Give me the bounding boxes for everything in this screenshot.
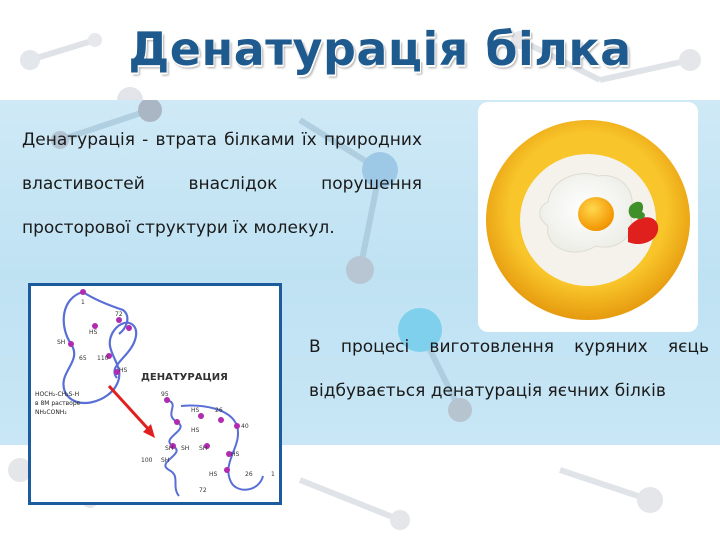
diagram-label: HS	[89, 329, 98, 336]
diagram-label: 72	[115, 311, 123, 318]
diagram-label: 1	[271, 471, 275, 478]
diagram-label: 95	[161, 391, 169, 398]
diagram-label: SH	[57, 339, 65, 346]
diagram-label: 100	[141, 457, 153, 464]
diagram-label: HS	[119, 367, 128, 374]
diagram-label: 72	[199, 487, 207, 494]
diagram-label: SH	[161, 457, 169, 464]
egg-yolk	[578, 197, 614, 231]
diagram-label: 26	[215, 407, 223, 414]
diagram-label: 1	[81, 299, 85, 306]
denaturation-diagram: 1 72 HS SH 65 110 HS HOCH₂-CH₂S-H в 8M р…	[28, 283, 282, 505]
slide-title: Денатурація білка	[128, 22, 632, 76]
process-note: В процесі виготовлення куряних яєць відб…	[309, 337, 709, 401]
reagent-line: в 8M растворе	[35, 400, 81, 407]
diagram-label: SH	[181, 445, 189, 452]
unfolded-chain	[164, 399, 264, 497]
fried-egg-photo	[478, 102, 698, 332]
diagram-label: HS	[209, 471, 218, 478]
red-arrow	[107, 384, 155, 438]
diagram-label: 40	[241, 423, 249, 430]
reagent-line: HOCH₂-CH₂S-H	[35, 391, 79, 398]
denaturation-label: ДЕНАТУРАЦИЯ	[141, 372, 228, 383]
definition-text: Денатурація - втрата білками їх природни…	[22, 130, 422, 238]
diagram-label: 110	[97, 355, 109, 362]
diagram-label: 26	[245, 471, 253, 478]
diagram-label: 65	[79, 355, 87, 362]
herb-leaf	[628, 201, 645, 220]
reagent-line: NH₂CONH₂	[35, 409, 67, 416]
diagram-label: HS	[231, 451, 240, 458]
diagram-label: SH	[165, 445, 173, 452]
diagram-label: HS	[191, 407, 200, 414]
folded-chain	[62, 290, 138, 404]
diagram-label: HS	[191, 427, 200, 434]
tomato-slice	[628, 217, 659, 245]
diagram-label: SH	[199, 445, 207, 452]
